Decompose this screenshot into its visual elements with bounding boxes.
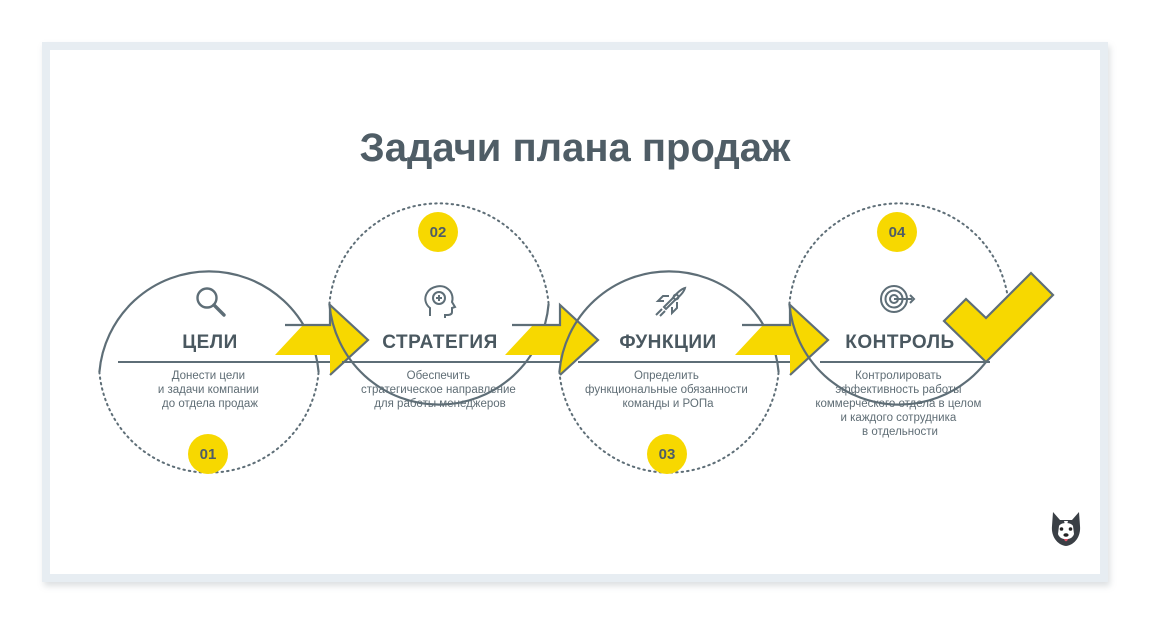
stage-4: КОНТРОЛЬ Контролировать эффективность ра… xyxy=(788,202,1010,438)
stage-number: 03 xyxy=(659,446,676,463)
rocket-icon xyxy=(655,286,687,317)
stage-title: КОНТРОЛЬ xyxy=(845,332,954,353)
stage-2: СТРАТЕГИЯ Обеспечить стратегическое напр… xyxy=(328,202,600,410)
stage-number: 01 xyxy=(200,446,217,463)
number-badge xyxy=(418,212,458,252)
magnifier-icon xyxy=(196,287,226,317)
brain-head-icon xyxy=(424,285,457,318)
stage-3: ФУНКЦИИ Определить функциональные обязан… xyxy=(558,270,830,474)
stage-description: Контролировать эффективность работы комм… xyxy=(815,370,984,438)
stage-number: 02 xyxy=(430,224,447,241)
number-badge xyxy=(877,212,917,252)
checkmark-icon xyxy=(942,271,1055,364)
husky-mascot-icon xyxy=(1051,512,1081,546)
stage-description: Донести цели и задачи компании до отдела… xyxy=(158,370,262,410)
stage-title: СТРАТЕГИЯ xyxy=(382,332,498,353)
stage-number: 04 xyxy=(889,224,906,241)
stage-title: ФУНКЦИИ xyxy=(619,332,716,353)
number-badge xyxy=(647,434,687,474)
stage-description: Определить функциональные обязанности ко… xyxy=(585,370,751,410)
stage-description: Обеспечить стратегическое направление дл… xyxy=(361,370,519,410)
stage-1: ЦЕЛИ Донести цели и задачи компании до о… xyxy=(98,270,370,474)
target-icon xyxy=(880,285,916,313)
number-badge xyxy=(188,434,228,474)
page-title: Задачи плана продаж xyxy=(359,126,791,170)
stage-title: ЦЕЛИ xyxy=(182,332,238,353)
